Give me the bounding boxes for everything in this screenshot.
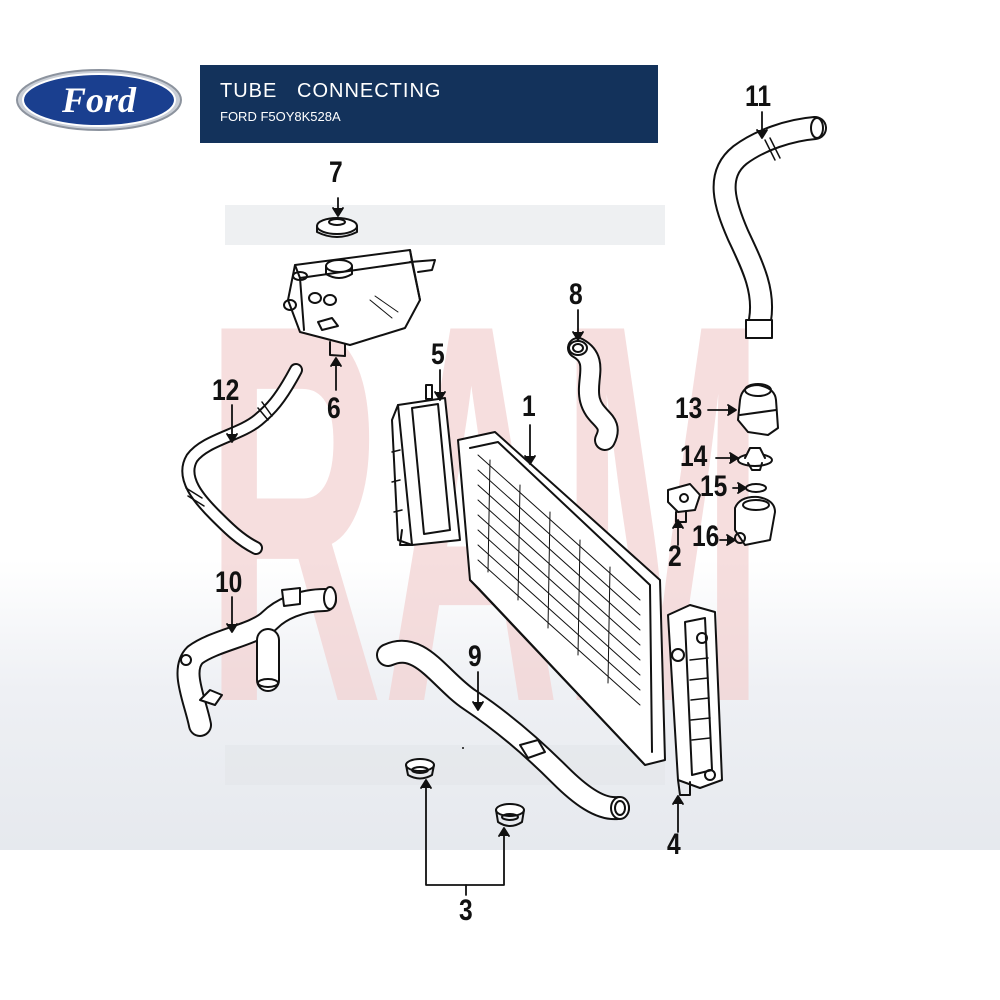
callout-9: 9	[468, 640, 482, 673]
part-title: TUBE CONNECTING	[220, 80, 442, 102]
callout-1: 1	[522, 390, 536, 423]
callout-5: 5	[431, 338, 445, 371]
callout-2: 2	[668, 540, 682, 573]
grommet-3a	[405, 758, 435, 780]
side-tank-5	[391, 384, 461, 546]
radiator-core	[457, 431, 666, 766]
callout-8: 8	[569, 278, 583, 311]
callout-13: 13	[675, 392, 703, 425]
side-tank-4	[667, 604, 723, 796]
callout-7: 7	[329, 156, 343, 189]
coolant-reservoir	[283, 249, 436, 357]
water-outlet-16	[734, 495, 776, 546]
leader-lines	[226, 111, 768, 896]
grommet-3b	[495, 803, 525, 827]
reservoir-cap	[316, 217, 358, 238]
ford-oval-logo: Ford	[16, 69, 182, 131]
hose-10	[176, 586, 337, 737]
drain-cock-2	[667, 483, 701, 523]
part-number: FORD F5OY8K528A	[220, 109, 341, 124]
callout-15: 15	[700, 470, 728, 503]
callout-12: 12	[212, 374, 240, 407]
lower-hose-9	[376, 639, 630, 821]
callout-14: 14	[680, 440, 708, 473]
thermostat-14	[737, 447, 773, 471]
callout-16: 16	[692, 520, 720, 553]
callout-4: 4	[667, 828, 681, 861]
gasket-15	[745, 483, 767, 493]
part-header: TUBE CONNECTING FORD F5OY8K528A	[200, 65, 658, 143]
callout-3: 3	[459, 894, 473, 927]
callout-10: 10	[215, 566, 243, 599]
ford-logo-text: Ford	[61, 80, 137, 120]
callout-11: 11	[745, 80, 772, 113]
callout-6: 6	[327, 392, 341, 425]
thermostat-housing-13	[737, 383, 779, 436]
